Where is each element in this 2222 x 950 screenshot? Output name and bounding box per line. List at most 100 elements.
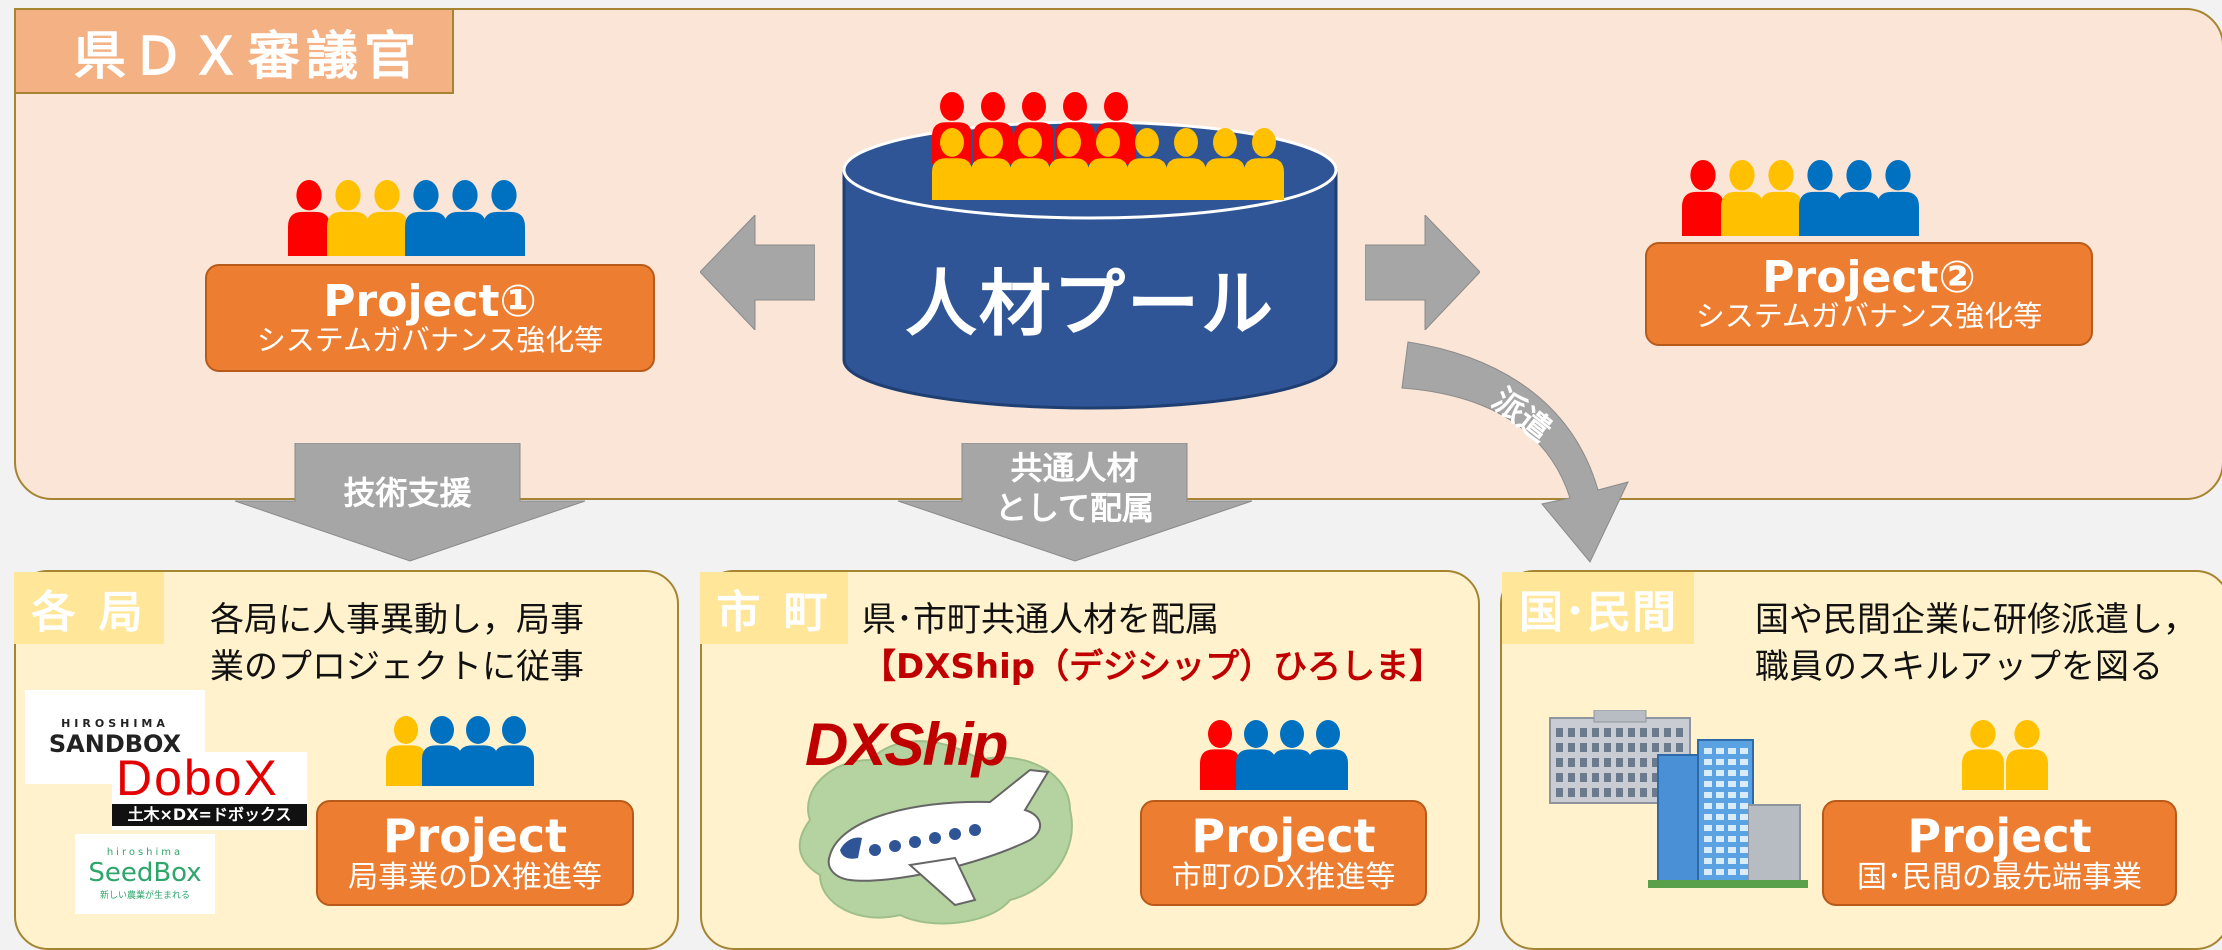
person-icon-head bbox=[1846, 160, 1872, 191]
person-icon-head bbox=[1063, 92, 1087, 121]
person-icon-body bbox=[386, 745, 426, 786]
dobox-logo: DoboX 土木×DX=ドボックス bbox=[112, 752, 307, 830]
dispatch-arrow bbox=[1401, 341, 1629, 563]
window bbox=[1652, 743, 1659, 752]
window bbox=[1568, 728, 1575, 737]
kakukyoku-project-box: Project 局事業のDX推進等 bbox=[316, 800, 634, 906]
seedbox-logo-small: hiroshima bbox=[106, 847, 184, 858]
person-icon-head bbox=[1252, 128, 1276, 157]
window bbox=[1716, 869, 1724, 875]
office-buildings-illustration bbox=[1549, 710, 1808, 888]
seedbox-logo-text: SeedBox bbox=[88, 858, 202, 888]
window bbox=[1704, 869, 1712, 875]
window bbox=[1568, 788, 1575, 797]
person-icon-body bbox=[1962, 749, 2004, 790]
project2-title: Project② bbox=[1762, 251, 1976, 303]
person-icon-head bbox=[1970, 720, 1996, 748]
window bbox=[1664, 728, 1671, 737]
shimachi-desc-line1: 県･市町共通人材を配属 bbox=[862, 600, 1219, 640]
window bbox=[1716, 825, 1724, 831]
person-icon-head bbox=[1104, 92, 1128, 121]
window bbox=[1580, 743, 1587, 752]
window bbox=[1716, 814, 1724, 820]
person-icon-head bbox=[1768, 160, 1794, 191]
dxship-logo: DXShip bbox=[805, 710, 1008, 779]
window bbox=[1728, 869, 1736, 875]
kuni-project-title: Project bbox=[1907, 809, 2092, 864]
shimachi-project-title: Project bbox=[1191, 809, 1376, 864]
kuni-project-box: Project 国･民間の最先端事業 bbox=[1822, 800, 2177, 906]
shimachi-people-group bbox=[1200, 720, 1348, 790]
kakukyoku-project-subtitle: 局事業のDX推進等 bbox=[348, 859, 602, 895]
person-icon-head bbox=[1018, 128, 1042, 157]
window bbox=[1728, 792, 1736, 798]
person-icon-head bbox=[979, 128, 1003, 157]
person-icon-head bbox=[1135, 128, 1159, 157]
person-icon-head bbox=[491, 180, 517, 211]
kakukyoku-desc-line1: 各局に人事異動し，局事 bbox=[210, 600, 584, 640]
person-icon-head bbox=[452, 180, 478, 211]
dobox-logo-text: DoboX bbox=[116, 750, 279, 806]
project1-title: Project① bbox=[323, 275, 537, 327]
window bbox=[1628, 788, 1635, 797]
person-icon-body bbox=[1838, 191, 1880, 236]
window bbox=[1716, 781, 1724, 787]
sandbox-logo-small: HIROSHIMA bbox=[61, 716, 169, 730]
window bbox=[1704, 803, 1712, 809]
window bbox=[1604, 788, 1611, 797]
window bbox=[1704, 781, 1712, 787]
window bbox=[1704, 825, 1712, 831]
project2-box: Project② システムガバナンス強化等 bbox=[1645, 242, 2093, 346]
person-icon-head bbox=[296, 180, 322, 211]
person-icon-body bbox=[932, 158, 972, 200]
window bbox=[1716, 748, 1724, 754]
window bbox=[1640, 788, 1647, 797]
window bbox=[1704, 792, 1712, 798]
person-icon-body bbox=[494, 745, 534, 786]
window bbox=[1704, 748, 1712, 754]
window bbox=[1704, 814, 1712, 820]
window bbox=[1728, 803, 1736, 809]
tech-support-arrow bbox=[234, 443, 586, 562]
window bbox=[1676, 743, 1683, 752]
person-icon-body bbox=[458, 745, 498, 786]
dxship-logo-text: DXShip bbox=[805, 711, 1008, 778]
window bbox=[1740, 858, 1748, 864]
window bbox=[1628, 773, 1635, 782]
person-icon-head bbox=[502, 716, 526, 744]
person-icon-head bbox=[1729, 160, 1755, 191]
window bbox=[1580, 728, 1587, 737]
talent-pool-cylinder bbox=[842, 92, 1338, 410]
window bbox=[1592, 743, 1599, 752]
window bbox=[1652, 758, 1659, 767]
common-staff-label-line2: として配属 bbox=[994, 489, 1155, 527]
window bbox=[1716, 770, 1724, 776]
kakukyoku-desc-line2: 業のプロジェクトに従事 bbox=[210, 646, 584, 687]
person-icon-body bbox=[2006, 749, 2048, 790]
window bbox=[1728, 858, 1736, 864]
window bbox=[1604, 773, 1611, 782]
shimachi-project-box: Project 市町のDX推進等 bbox=[1140, 800, 1427, 906]
window bbox=[1740, 770, 1748, 776]
person-icon-body bbox=[1799, 191, 1841, 236]
window bbox=[1628, 758, 1635, 767]
window bbox=[1640, 773, 1647, 782]
shimachi-description: 県･市町共通人材を配属 【DXShip（デジシップ）ひろしま】 bbox=[862, 597, 1462, 691]
window bbox=[1556, 743, 1563, 752]
person-icon-body bbox=[1682, 191, 1724, 236]
person-icon-head bbox=[394, 716, 418, 744]
window bbox=[1740, 869, 1748, 875]
kuni-description: 国や民間企業に研修派遣し， 職員のスキルアップを図る bbox=[1755, 597, 2215, 691]
window bbox=[1728, 759, 1736, 765]
window bbox=[1676, 728, 1683, 737]
person-icon-head bbox=[1316, 720, 1340, 748]
kuni-tag: 国･民間 bbox=[1502, 572, 1694, 644]
person-icon-body bbox=[1127, 158, 1167, 200]
panel-title: 県ＤＸ審議官 bbox=[14, 8, 454, 94]
window bbox=[1728, 814, 1736, 820]
project1-people-group bbox=[288, 180, 525, 256]
window bbox=[1716, 792, 1724, 798]
project2-people-group bbox=[1682, 160, 1919, 236]
person-icon-head bbox=[335, 180, 361, 211]
window bbox=[1716, 803, 1724, 809]
